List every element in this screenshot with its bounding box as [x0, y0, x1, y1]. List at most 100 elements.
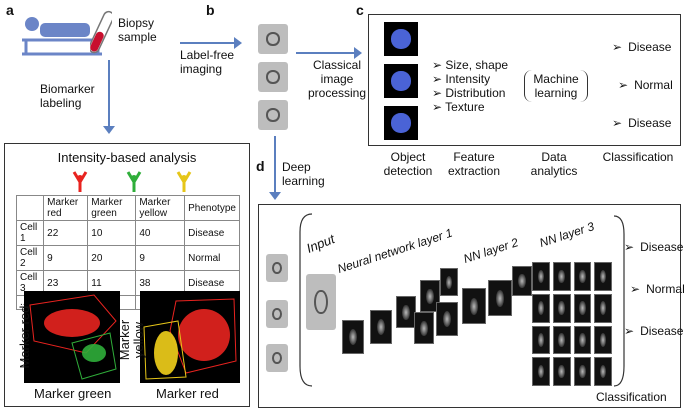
- feature-map-l3: [573, 293, 592, 323]
- arrow-head-icon: [234, 37, 242, 49]
- feature-map-l3: [594, 357, 612, 386]
- feature-map-l2: [488, 280, 512, 316]
- table-cell: Cell 1: [15, 220, 45, 246]
- network-input-image: [306, 274, 336, 330]
- table-cell: Normal: [184, 245, 240, 271]
- arrow-to-classical: [296, 52, 356, 54]
- table-cell: 10: [87, 220, 137, 246]
- brightfield-cell-image: [258, 24, 288, 54]
- feature-map-l3: [552, 357, 571, 386]
- input-cell-image: [266, 300, 288, 328]
- feature-map-l3: [573, 357, 592, 386]
- table-row: Cell 1 22 10 40 Disease: [15, 220, 240, 246]
- feature-map-l3: [552, 262, 571, 291]
- scatter-plot-yellow-red: [140, 291, 240, 383]
- plot2-ylabel: Marker yellow: [117, 319, 146, 361]
- biopsy-sample-label: Biopsy sample: [118, 16, 157, 44]
- feature-map-l2: [512, 266, 532, 296]
- brightfield-cell-image: [258, 62, 288, 92]
- table-header: [15, 195, 45, 221]
- feature-map-l3: [532, 357, 550, 386]
- table-cell: 20: [87, 245, 137, 271]
- feature-map-l3: [532, 293, 550, 323]
- table-cell: Cell 2: [15, 245, 45, 271]
- feature-map-l3: [594, 325, 612, 355]
- feature-map-l1: [420, 280, 440, 312]
- panel-letter-a: a: [6, 2, 14, 18]
- arrow-head-icon: [269, 192, 281, 200]
- feature-map-l3: [552, 293, 571, 323]
- feature-list: ➢ Size, shape ➢ Intensity ➢ Distribution…: [432, 58, 508, 114]
- left-brace-icon: [299, 213, 313, 387]
- feature-map-l2: [414, 312, 434, 344]
- feature-item: ➢ Intensity: [432, 72, 491, 86]
- feature-map-l1: [396, 296, 416, 328]
- step-object-detection: Object detection: [383, 150, 433, 178]
- table-cell: 40: [135, 220, 186, 246]
- label-free-imaging-label: Label-free imaging: [180, 48, 235, 76]
- deep-learning-label: Deep learning: [282, 160, 325, 188]
- feature-item: ➢ Distribution: [432, 86, 506, 100]
- detected-object-image: [384, 64, 418, 98]
- deep-outcome: ➢Disease: [624, 324, 684, 338]
- right-brace-icon: [613, 215, 625, 387]
- feature-map-l3: [532, 325, 550, 355]
- step-data-analytics: Data analytics: [530, 150, 578, 178]
- feature-map-l1: [370, 310, 392, 344]
- feature-map-l3: [594, 262, 612, 291]
- classical-outcome: ➢Disease: [612, 116, 672, 130]
- step-classification: Classification: [602, 150, 674, 164]
- detected-object-image: [384, 22, 418, 56]
- arrow-head-icon: [103, 126, 115, 134]
- table-cell: 22: [43, 220, 89, 246]
- table-cell: Disease: [184, 220, 240, 246]
- feature-map-l3: [594, 293, 612, 323]
- feature-map-l3: [552, 325, 571, 355]
- feature-map-grid-l3: [532, 262, 612, 386]
- deep-outcome: ➢Disease: [624, 240, 684, 254]
- machine-learning-label: Machine learning: [524, 70, 588, 102]
- blood-sample-tube-icon: [90, 10, 112, 54]
- classical-outcome: ➢Disease: [612, 40, 672, 54]
- panel-letter-c: c: [356, 2, 364, 18]
- feature-map-l3: [573, 325, 592, 355]
- biomarker-labeling-label: Biomarker labeling: [40, 82, 95, 110]
- feature-map-l1: [440, 268, 458, 296]
- feature-item: ➢ Size, shape: [432, 58, 509, 72]
- arrow-to-imaging: [180, 42, 236, 44]
- feature-map-l2: [462, 288, 486, 324]
- table-cell: 9: [135, 245, 186, 271]
- table-header: Phenotype: [184, 195, 240, 221]
- step-feature-extraction: Feature extraction: [447, 150, 501, 178]
- classical-outcome: ➢Normal: [618, 78, 673, 92]
- table-header: Marker red: [43, 195, 89, 221]
- feature-map-l1: [342, 320, 364, 354]
- arrow-labeling: [108, 60, 110, 128]
- antibody-markers-icon: [72, 171, 192, 192]
- table-cell: 9: [43, 245, 89, 271]
- feature-map-l3: [573, 262, 592, 291]
- plot1-xlabel: Marker green: [34, 386, 112, 401]
- analysis-title: Intensity-based analysis: [57, 150, 197, 165]
- table-header: Marker green: [87, 195, 137, 221]
- panel-letter-d: d: [256, 158, 265, 174]
- feature-item: ➢ Texture: [432, 100, 485, 114]
- table-row: Cell 2 9 20 9 Normal: [15, 245, 240, 271]
- input-cell-image: [266, 254, 288, 282]
- table-header-row: Marker red Marker green Marker yellow Ph…: [15, 195, 240, 221]
- table-header: Marker yellow: [135, 195, 186, 221]
- brightfield-cell-image: [258, 100, 288, 130]
- scatter-plot-red-green: [24, 291, 120, 383]
- feature-map-l3: [532, 262, 550, 291]
- deep-classification-label: Classification: [596, 390, 667, 404]
- plot2-xlabel: Marker red: [156, 386, 219, 401]
- plot1-ylabel: Marker red: [17, 305, 32, 369]
- classical-processing-label: Classical image processing: [307, 58, 367, 100]
- feature-map-l2: [436, 302, 458, 336]
- panel-letter-b: b: [206, 2, 215, 18]
- arrow-head-icon: [354, 47, 362, 59]
- arrow-deep-learning: [274, 136, 276, 194]
- detected-object-image: [384, 106, 418, 140]
- deep-outcome: ➢Normal: [630, 282, 685, 296]
- input-cell-image: [266, 344, 288, 372]
